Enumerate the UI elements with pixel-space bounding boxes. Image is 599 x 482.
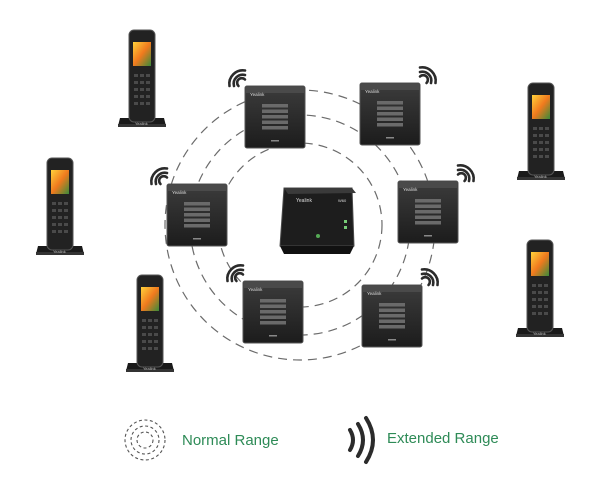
repeater-vent-slot bbox=[415, 199, 441, 203]
repeater-vent-slot bbox=[262, 126, 288, 130]
repeater-vent-slot bbox=[184, 207, 210, 211]
repeater-vent-slot bbox=[415, 215, 441, 219]
repeater-vent-slot bbox=[415, 221, 441, 225]
handset: Yealink bbox=[126, 274, 174, 372]
repeater: Yealink bbox=[359, 66, 437, 146]
repeater-vent-slot bbox=[379, 303, 405, 307]
repeater-vent-slot bbox=[379, 314, 405, 318]
base-indicator-light bbox=[344, 226, 347, 229]
repeater-vent-slot bbox=[415, 210, 441, 214]
repeater-vent-slot bbox=[262, 109, 288, 113]
handset-brand-label: Yealink bbox=[53, 249, 66, 254]
repeater-vent-slot bbox=[377, 117, 403, 121]
base-brand-label: Yealink bbox=[296, 198, 312, 204]
repeater-vent-slot bbox=[377, 106, 403, 110]
repeater-brand-label: Yealink bbox=[403, 187, 418, 192]
repeater-vent-slot bbox=[379, 325, 405, 329]
repeater-vent-slot bbox=[379, 308, 405, 312]
repeater-brand-label: Yealink bbox=[250, 92, 265, 97]
handset-screen bbox=[51, 170, 69, 194]
repeater: Yealink bbox=[226, 264, 304, 344]
base-indicator-light bbox=[344, 220, 347, 223]
repeater: Yealink bbox=[397, 164, 475, 244]
repeater-vent-slot bbox=[260, 299, 286, 303]
handset-screen bbox=[531, 252, 549, 276]
handset: Yealink bbox=[36, 157, 84, 255]
handset-brand-label: Yealink bbox=[533, 331, 546, 336]
repeater-vent-slot bbox=[415, 204, 441, 208]
legend-extended-label: Extended Range bbox=[387, 430, 499, 447]
repeater-vent-slot bbox=[262, 115, 288, 119]
repeater-brand-label: Yealink bbox=[365, 89, 380, 94]
extended-signal-icon bbox=[420, 268, 439, 287]
repeater-brand-label: Yealink bbox=[367, 291, 382, 296]
repeater-vent-slot bbox=[184, 224, 210, 228]
legend-extended-icon bbox=[348, 416, 375, 464]
base-status-led bbox=[316, 234, 320, 238]
repeater-vent-slot bbox=[377, 101, 403, 105]
base-station: Yealink W60 bbox=[262, 170, 356, 254]
repeater: Yealink bbox=[228, 69, 306, 149]
repeater-vent-slot bbox=[377, 112, 403, 116]
legend-normal-label: Normal Range bbox=[182, 432, 279, 449]
repeater-vent-slot bbox=[260, 315, 286, 319]
repeaters-group: YealinkYealinkYealinkYealinkYealinkYeali… bbox=[150, 66, 475, 348]
repeater-vent-slot bbox=[377, 123, 403, 127]
extended-signal-icon bbox=[456, 164, 475, 183]
repeater-vent-slot bbox=[184, 218, 210, 222]
repeater: Yealink bbox=[361, 268, 439, 348]
extended-signal-icon bbox=[228, 69, 247, 88]
handset: Yealink bbox=[118, 29, 166, 127]
repeater-vent-slot bbox=[260, 304, 286, 308]
repeater-vent-slot bbox=[184, 202, 210, 206]
legend-normal-icon bbox=[124, 419, 166, 461]
handset-screen bbox=[133, 42, 151, 66]
handset-screen bbox=[141, 287, 159, 311]
repeater-brand-label: Yealink bbox=[172, 190, 187, 195]
extended-signal-icon bbox=[150, 167, 169, 186]
repeater-vent-slot bbox=[260, 321, 286, 325]
repeater-vent-slot bbox=[262, 120, 288, 124]
base-model-label: W60 bbox=[338, 198, 347, 203]
handset-brand-label: Yealink bbox=[534, 174, 547, 179]
extended-signal-icon bbox=[418, 66, 437, 85]
repeater-vent-slot bbox=[262, 104, 288, 108]
repeater-vent-slot bbox=[260, 310, 286, 314]
repeater-brand-label: Yealink bbox=[248, 287, 263, 292]
repeater-vent-slot bbox=[379, 319, 405, 323]
handset-brand-label: Yealink bbox=[143, 366, 156, 371]
handset-screen bbox=[532, 95, 550, 119]
extended-signal-icon bbox=[226, 264, 245, 283]
repeater-vent-slot bbox=[184, 213, 210, 217]
handset-brand-label: Yealink bbox=[135, 121, 148, 126]
handset: Yealink bbox=[517, 82, 565, 180]
handset: Yealink bbox=[516, 239, 564, 337]
repeater: Yealink bbox=[150, 167, 228, 247]
